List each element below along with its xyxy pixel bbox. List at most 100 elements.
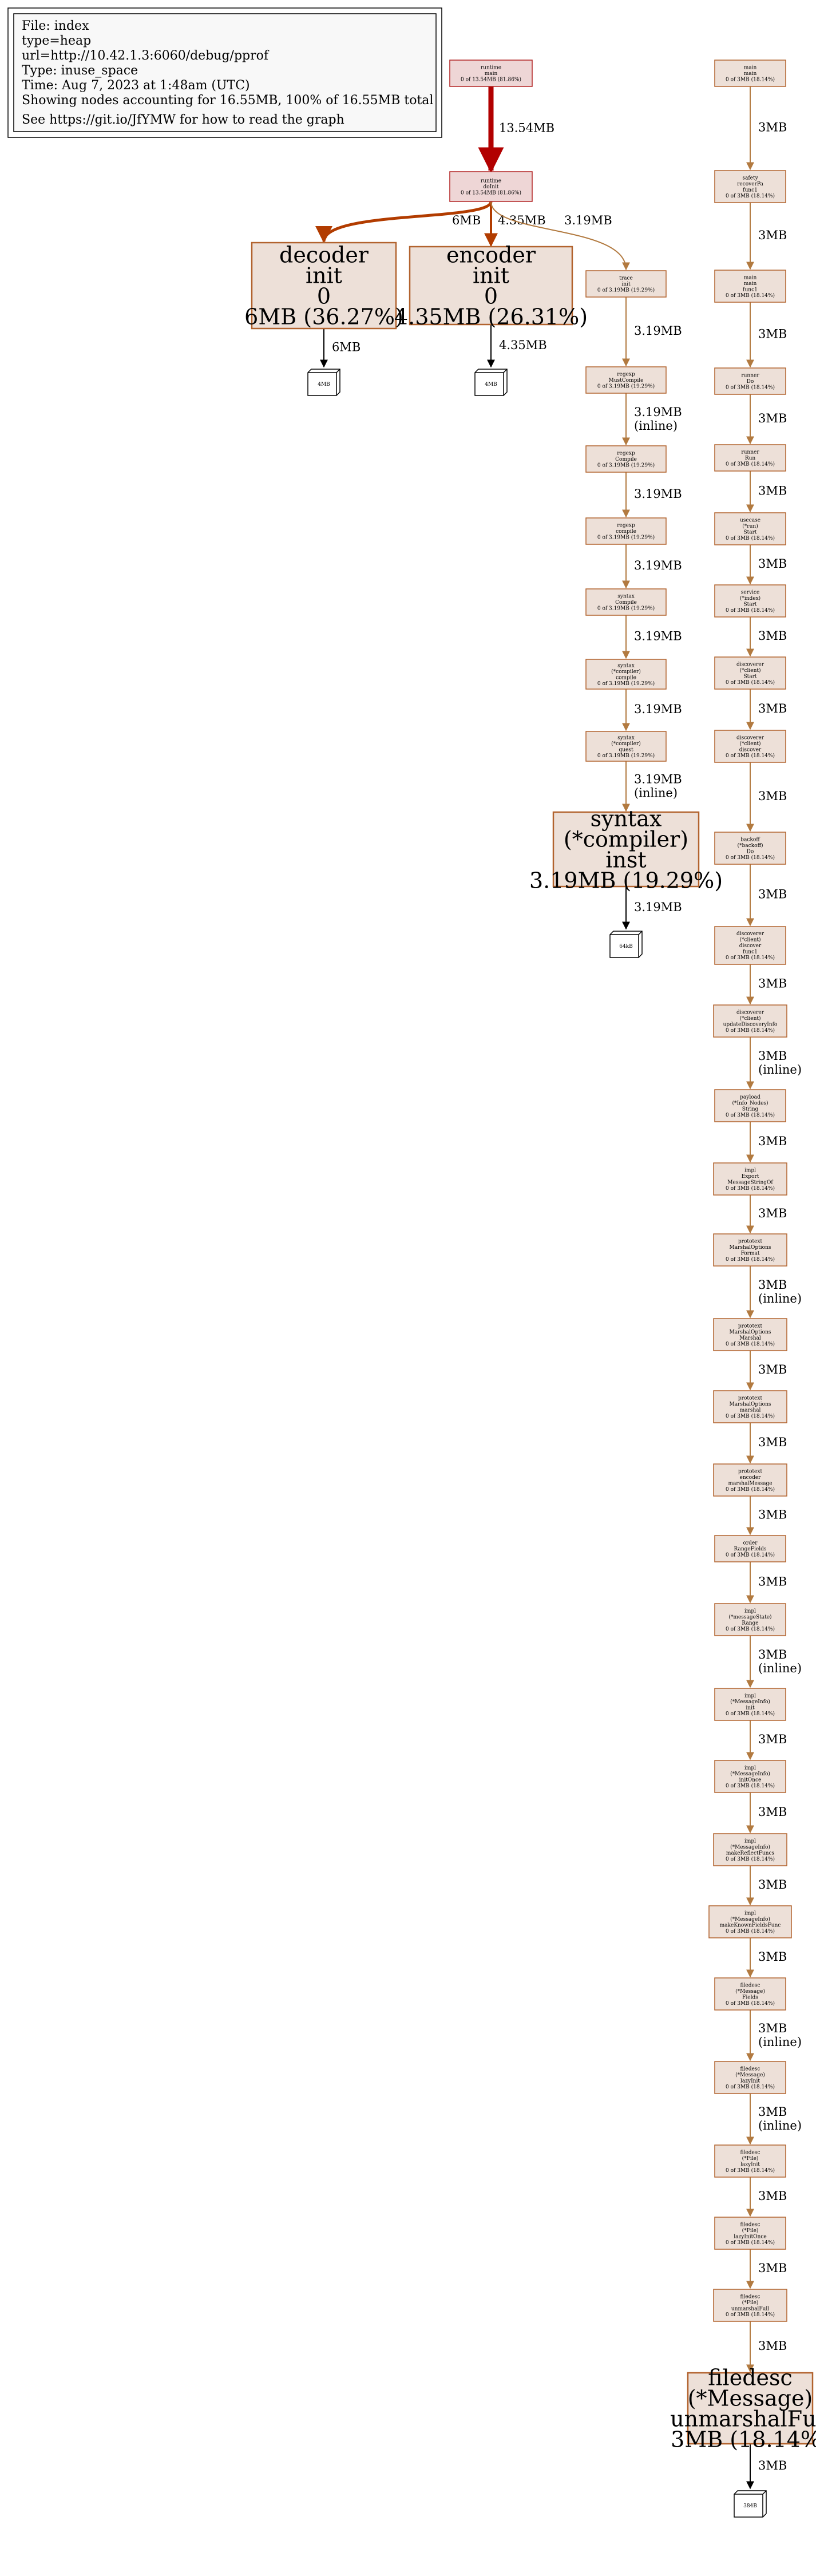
node-blk-inst[interactable]: 64kB xyxy=(609,931,643,958)
node-label: marshal xyxy=(740,1407,761,1413)
node-label: 0 of 3MB (18.14%) xyxy=(726,1185,775,1192)
edge-line xyxy=(315,201,493,243)
edge-label: 3.19MB xyxy=(634,559,682,572)
edge: 3MB(inline) xyxy=(746,2094,802,2145)
node-label: 0 of 3MB (18.14%) xyxy=(726,753,775,759)
node-label: main xyxy=(744,71,757,77)
node-label: func1 xyxy=(743,187,758,193)
node-label: main xyxy=(744,275,757,280)
node-blk-final[interactable]: 384B xyxy=(734,2490,767,2518)
node-blk-dec[interactable]: 4MB xyxy=(307,369,340,396)
edge-label: (inline) xyxy=(758,2035,802,2049)
edge: 3MB xyxy=(746,394,787,445)
node-label: trace xyxy=(619,276,633,282)
node-label: 0 of 3.19MB (19.29%) xyxy=(597,753,655,759)
node-blk-enc[interactable]: 4MB xyxy=(474,369,508,396)
node-label: filedesc xyxy=(740,2222,760,2227)
node-label: Fields xyxy=(742,1995,758,2000)
node-label: service xyxy=(741,589,760,595)
node-label: prototext xyxy=(738,1469,763,1474)
node-label: MarshalOptions xyxy=(729,1329,771,1335)
node-label: MarshalOptions xyxy=(729,1245,771,1251)
node-label: 0 of 3MB (18.14%) xyxy=(726,1486,775,1493)
node-label: syntax xyxy=(617,663,635,668)
node-label: 384B xyxy=(743,2503,757,2509)
node-label: Run xyxy=(745,456,756,461)
edge-label: (inline) xyxy=(758,2119,802,2132)
node-label: filedesc xyxy=(740,2294,760,2300)
edge-label: 3MB xyxy=(758,1363,787,1376)
node-label: 0 of 3MB (18.14%) xyxy=(726,1112,775,1118)
edge-label: 3MB xyxy=(758,2261,787,2275)
node-label: Format xyxy=(741,1251,760,1256)
node-backoff-do[interactable]: backoff(*backoff)Do0 of 3MB (18.14%) xyxy=(714,832,786,865)
node-label: (*run) xyxy=(742,523,758,529)
node-label: prototext xyxy=(738,1323,763,1329)
edge: 3MB xyxy=(746,2249,787,2289)
edge-label: 3MB xyxy=(758,977,787,991)
edge-label: 3MB xyxy=(758,2189,787,2203)
node-label: 0 of 3MB (18.14%) xyxy=(726,535,775,541)
edge: 6MB xyxy=(320,329,361,368)
node-label: (*MessageInfo) xyxy=(730,1844,770,1850)
node-label: runtime xyxy=(481,65,501,71)
edge-label: 3MB xyxy=(758,1805,787,1819)
edge: 3MB xyxy=(746,689,787,730)
edge-label: (inline) xyxy=(634,419,678,433)
node-label: (*client) xyxy=(739,667,760,674)
edge-label: 3MB xyxy=(758,1206,787,1220)
node-label: (*messageState) xyxy=(728,1614,771,1620)
legend-line: See https://git.io/JfYMW for how to read… xyxy=(22,113,344,127)
edge-label: 13.54MB xyxy=(499,121,554,135)
edge: 3MB(inline) xyxy=(746,1037,802,1090)
edge: 3MB xyxy=(746,964,787,1005)
node-label: updateDiscoveryInfo xyxy=(723,1022,778,1027)
edge-label: 3MB xyxy=(758,327,787,341)
node-discoverer-update[interactable]: discoverer(*client)updateDiscoveryInfo0 … xyxy=(713,1004,787,1038)
node-label: 0 of 3MB (18.14%) xyxy=(726,679,775,686)
node-label: Marshal xyxy=(739,1335,761,1341)
edge: 3.19MB(inline) xyxy=(622,393,682,446)
